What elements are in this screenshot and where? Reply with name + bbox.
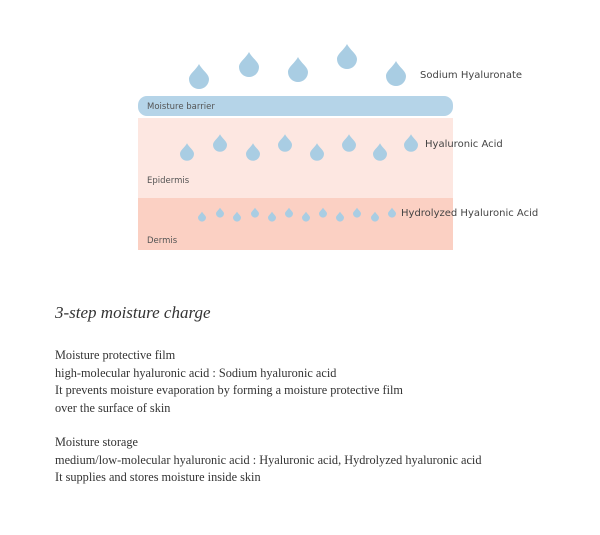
skin-layers-diagram: Moisture barrier Epidermis Dermis Sodium… xyxy=(138,44,538,250)
water-drop-icon xyxy=(353,207,361,218)
water-drop-icon xyxy=(288,57,308,82)
water-drop-icon xyxy=(302,211,310,222)
water-drop-icon xyxy=(251,207,259,218)
moisture-storage-block: Moisture storage medium/low-molecular hy… xyxy=(55,434,482,487)
moisture-barrier-layer xyxy=(138,96,453,116)
water-drop-icon xyxy=(319,207,327,218)
water-drop-icon xyxy=(310,143,324,161)
water-drop-icon xyxy=(386,61,406,86)
dermis-layer xyxy=(138,198,453,250)
water-drop-icon xyxy=(233,211,241,222)
moisture-protective-film-block: Moisture protective film high-molecular … xyxy=(55,347,403,417)
water-drop-icon xyxy=(285,207,293,218)
water-drop-icon xyxy=(180,143,194,161)
water-drop-icon xyxy=(371,211,379,222)
block1-line: over the surface of skin xyxy=(55,400,171,415)
water-drop-icon xyxy=(373,143,387,161)
water-drop-icon xyxy=(246,143,260,161)
water-drop-icon xyxy=(336,211,344,222)
water-drop-icon xyxy=(342,134,356,152)
dermis-label: Dermis xyxy=(147,236,178,246)
water-drop-icon xyxy=(239,52,259,77)
water-drop-icon xyxy=(198,211,206,222)
sodium-hyaluronate-drops xyxy=(189,44,406,89)
water-drop-icon xyxy=(189,64,209,89)
water-drop-icon xyxy=(388,207,396,218)
block2-line: It supplies and stores moisture inside s… xyxy=(55,470,261,484)
block1-title: Moisture protective film xyxy=(55,348,176,362)
water-drop-icon xyxy=(337,44,357,69)
water-drop-icon xyxy=(268,211,276,222)
moisture-barrier-label: Moisture barrier xyxy=(147,102,215,112)
water-drop-icon xyxy=(278,134,292,152)
hyaluronic-acid-drops xyxy=(180,134,418,161)
block2-line: medium/low-molecular hyaluronic acid : H… xyxy=(55,452,482,467)
water-drop-icon xyxy=(404,134,418,152)
block1-line: It prevents moisture evaporation by form… xyxy=(55,383,403,397)
water-drop-icon xyxy=(216,207,224,218)
water-drop-icon xyxy=(213,134,227,152)
sodium-hyaluronate-label: Sodium Hyaluronate xyxy=(420,70,522,81)
section-heading: 3-step moisture charge xyxy=(55,303,211,322)
epidermis-label: Epidermis xyxy=(147,176,190,186)
hydrolyzed-hyaluronic-acid-label: Hydrolyzed Hyaluronic Acid xyxy=(401,208,538,219)
block2-title: Moisture storage xyxy=(55,435,138,449)
hyaluronic-acid-label: Hyaluronic Acid xyxy=(425,139,503,150)
hydrolyzed-hyaluronic-acid-drops xyxy=(198,207,396,222)
block1-line: high-molecular hyaluronic acid : Sodium … xyxy=(55,365,337,380)
